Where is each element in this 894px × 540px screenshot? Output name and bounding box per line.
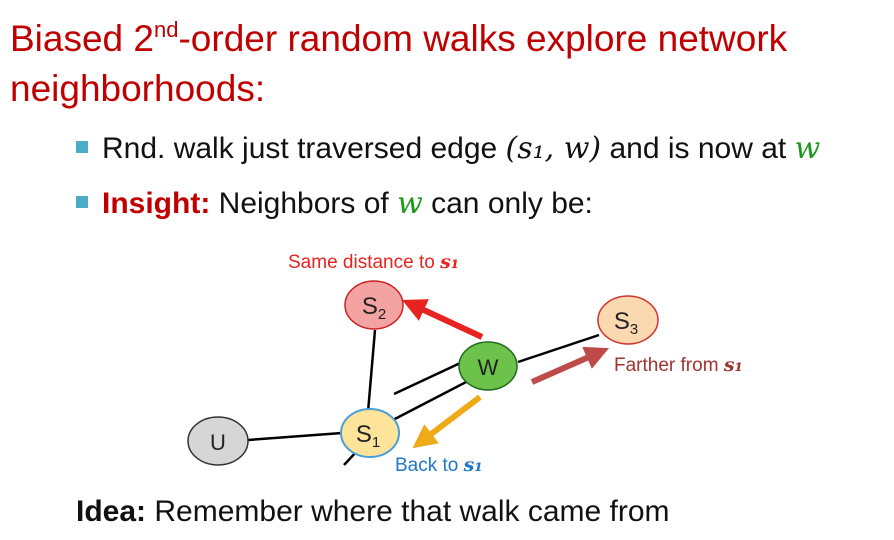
node-s1: S1 [340, 408, 400, 458]
svg-text:S3: S3 [614, 308, 638, 338]
edge-s1-w [388, 378, 471, 424]
label-same-distance: Same distance to s₁ [288, 251, 459, 273]
svg-text:S2: S2 [362, 293, 386, 323]
bullet-square-icon [76, 196, 88, 208]
bullet-traversed-edge: Rnd. walk just traversed edge (s₁, w) an… [76, 131, 820, 166]
slide-title: Biased 2nd-order random walks explore ne… [10, 17, 788, 109]
node-s3: S3 [597, 295, 659, 345]
svg-text:W: W [478, 355, 499, 380]
arrow-farther [530, 346, 609, 385]
svg-text:U: U [210, 430, 226, 455]
insight-label: Insight: [102, 187, 211, 220]
bullet-square-icon [76, 141, 88, 153]
label-back: Back to s₁ [395, 454, 483, 476]
node-s2: S2 [344, 280, 404, 330]
edge-math: (s₁, w) [505, 131, 602, 166]
idea-statement: Idea: Remember where that walk came from [76, 495, 670, 528]
node-w: W [458, 341, 518, 391]
idea-label: Idea: [76, 495, 147, 528]
edge-w-s3 [517, 333, 600, 364]
edge-s1-s2 [393, 356, 472, 396]
edge-u-s1 [247, 431, 343, 442]
node-u: U [187, 416, 249, 466]
svg-text:S1: S1 [356, 421, 380, 451]
label-farther: Farther from s₁ [614, 354, 743, 376]
arrow-back [412, 394, 482, 449]
bullet-insight: Insight: Neighbors of w can only be: [76, 186, 593, 221]
current-node-w: w [794, 131, 821, 166]
arrow-same-distance [402, 299, 484, 340]
edge-s2-s1 [366, 329, 377, 413]
neighbor-node-w: w [397, 186, 423, 221]
